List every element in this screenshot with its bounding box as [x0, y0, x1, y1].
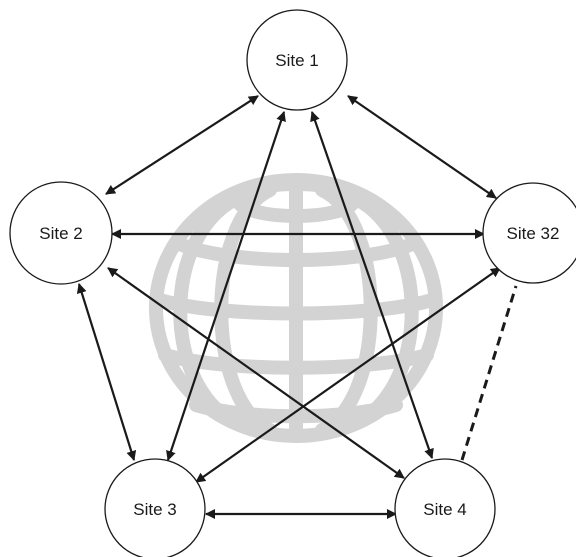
node-label-site-32: Site 32 [507, 224, 560, 243]
node-site-32: Site 32 [482, 182, 576, 284]
node-label-site-2: Site 2 [39, 224, 82, 243]
link-site4-site32-dashed [460, 285, 518, 461]
node-site-3: Site 3 [104, 458, 206, 557]
node-site-1: Site 1 [246, 9, 348, 111]
link-site1-site2 [105, 95, 259, 195]
link-site2-site3 [76, 283, 137, 461]
link-site32-site3 [195, 267, 501, 483]
site-nodes: Site 1 Site 2 Site 32 Site 3 Site 4 [9, 9, 576, 557]
node-label-site-4: Site 4 [423, 500, 466, 519]
node-label-site-1: Site 1 [275, 51, 318, 70]
node-site-4: Site 4 [394, 458, 496, 557]
node-label-site-3: Site 3 [133, 500, 176, 519]
node-site-2: Site 2 [9, 181, 113, 285]
globe-icon [149, 173, 443, 443]
connection-links [76, 95, 518, 519]
link-site1-site32 [347, 95, 497, 199]
